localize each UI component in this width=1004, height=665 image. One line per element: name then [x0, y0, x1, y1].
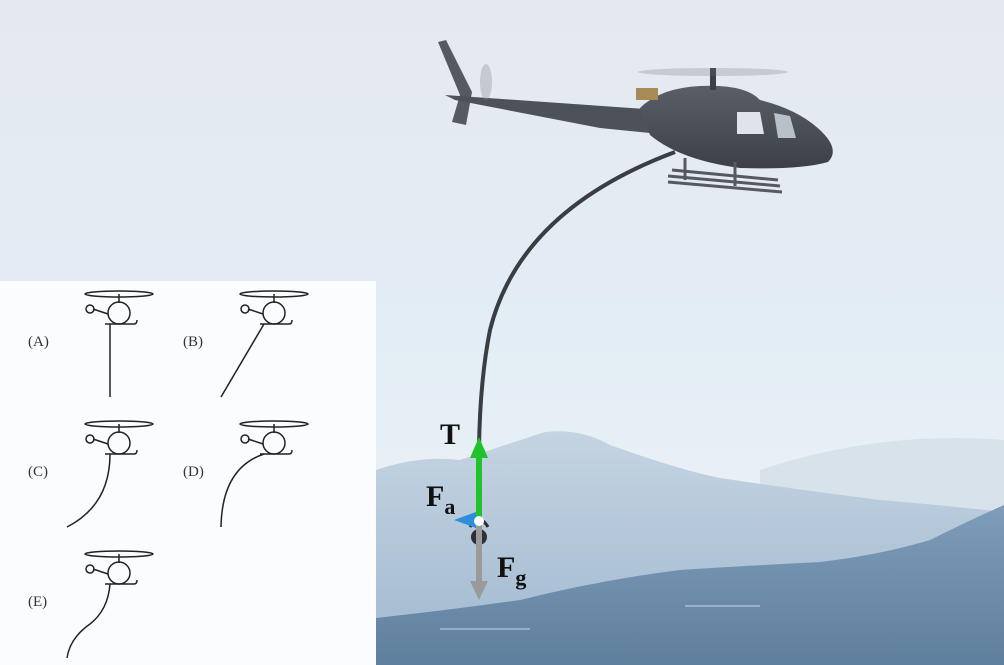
tension-arrow-icon	[470, 437, 488, 521]
forest-hill	[376, 505, 1004, 665]
tension-label: T	[440, 418, 461, 451]
option-e-label[interactable]: (E)	[28, 594, 48, 610]
option-d-diagram	[220, 420, 309, 528]
option-a-label[interactable]: (A)	[28, 334, 49, 350]
gravity-force-label: Fg	[497, 551, 527, 590]
option-b-label[interactable]: (B)	[183, 334, 203, 350]
option-d-label[interactable]: (D)	[183, 464, 204, 480]
gravity-arrow-icon	[470, 522, 488, 600]
load-center-point	[474, 516, 484, 526]
helicopter	[438, 40, 833, 194]
air-resistance-arrow-icon	[454, 512, 476, 528]
option-diagrams	[66, 290, 309, 659]
option-c-label[interactable]: (C)	[28, 464, 48, 480]
option-c-diagram	[66, 420, 154, 528]
cable	[477, 150, 676, 449]
option-a-diagram	[84, 290, 154, 397]
answer-options-panel: (A) (B) (C) (D) (E)	[0, 281, 376, 665]
option-e-diagram	[66, 550, 154, 659]
option-b-diagram	[220, 290, 309, 398]
air-force-label: Fa	[426, 480, 456, 519]
